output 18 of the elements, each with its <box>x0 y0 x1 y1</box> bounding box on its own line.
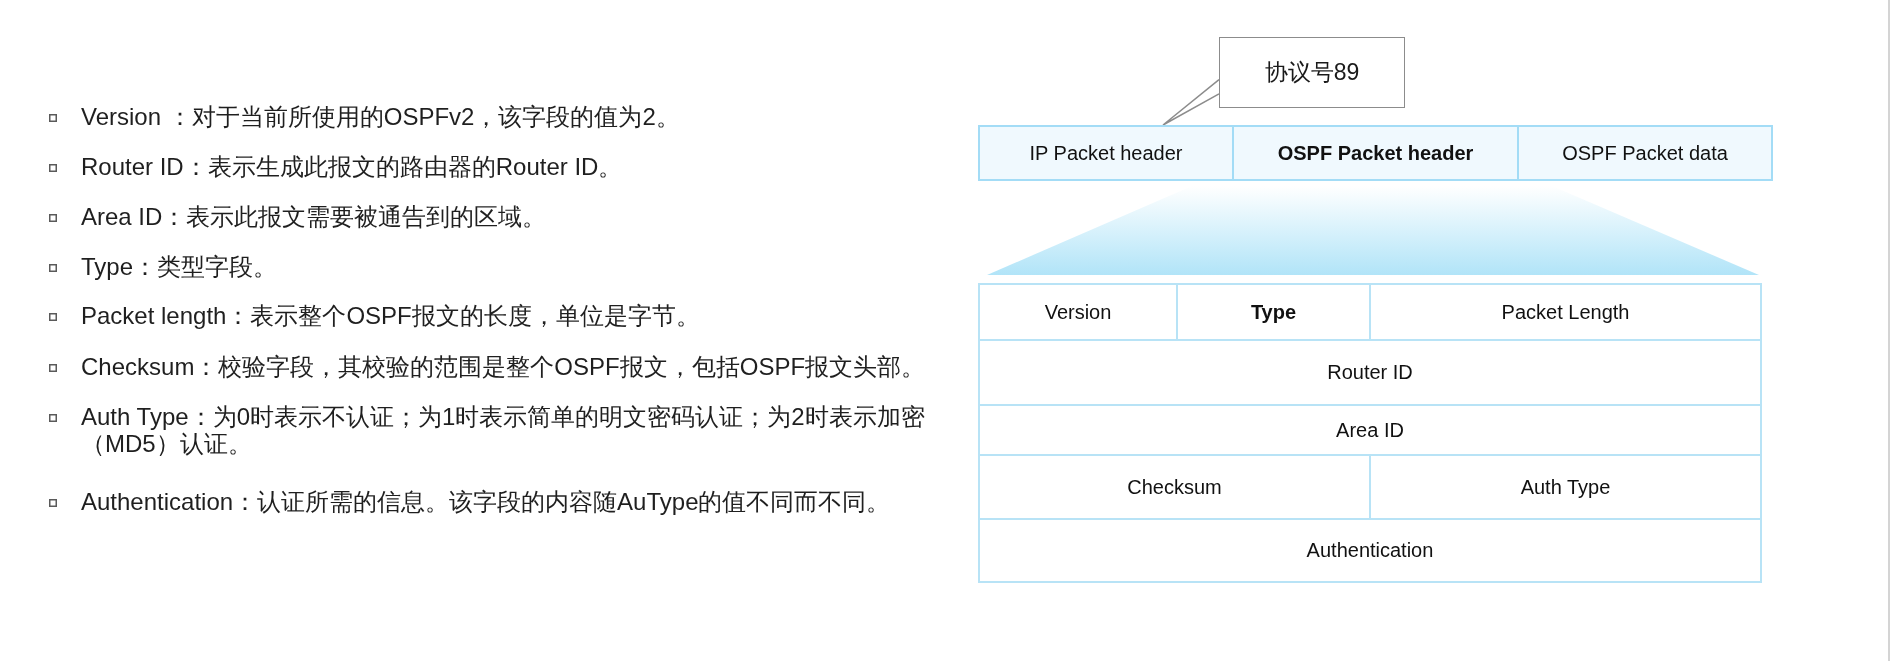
bullet-text: Authentication：认证所需的信息。该字段的内容随AuType的值不同而不同。 <box>81 488 892 515</box>
bullet-text: Version ：对于当前所使用的OSPFv2，该字段的值为2。 <box>81 103 681 130</box>
header-cell: OSPF Packet header <box>1232 125 1519 181</box>
bullet-text: Area ID：表示此报文需要被通告到的区域。 <box>81 203 548 230</box>
bullet-text: Auth Type：为0时表示不认证；为1时表示简单的明文密码认证；为2时表示加密（MD5）认证。 <box>81 403 926 457</box>
bullet-text: Checksum：校验字段，其校验的范围是整个OSPF报文，包括OSPF报文头部。 <box>81 353 927 380</box>
field-cell: Area ID <box>978 404 1762 456</box>
bullet-text: Router ID：表示生成此报文的路由器的Router ID。 <box>81 153 624 180</box>
field-cell: Packet Length <box>1369 283 1762 341</box>
header-cell: OSPF Packet data <box>1517 125 1773 181</box>
bullet-text: Packet length：表示整个OSPF报文的长度，单位是字节。 <box>81 302 701 329</box>
callout-tail <box>1162 78 1220 126</box>
field-cell: Authentication <box>978 518 1762 583</box>
callout-box: 协议号89 <box>1219 37 1405 108</box>
header-cell: IP Packet header <box>978 125 1234 181</box>
field-cell: Version <box>978 283 1178 341</box>
bullet-text: Type：类型字段。 <box>81 253 279 280</box>
field-cell: Router ID <box>978 339 1762 406</box>
